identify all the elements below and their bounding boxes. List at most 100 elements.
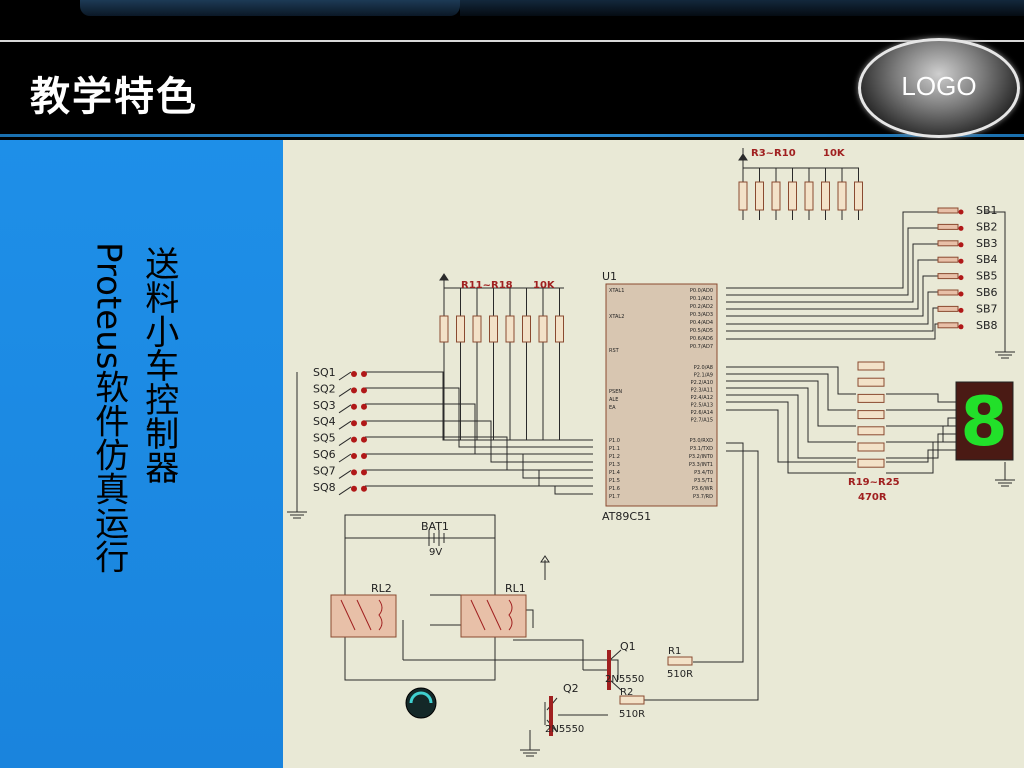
resistor-r11-r18 bbox=[555, 315, 564, 343]
top-strip bbox=[0, 0, 1024, 40]
q2-label: Q2 bbox=[563, 682, 579, 695]
r19-r25-label: R19~R25 bbox=[848, 477, 900, 488]
wires bbox=[287, 148, 1015, 757]
circuit-svg: R3~R10 10K R11~R18 10K U1 AT89C51 XTAL1X… bbox=[287, 148, 1015, 757]
relay-rl2 bbox=[330, 594, 397, 638]
sb-switch-body bbox=[937, 289, 959, 296]
mcu-name: AT89C51 bbox=[602, 510, 651, 523]
sb-switch-contact bbox=[958, 291, 964, 297]
mcu-pin-labels: XTAL1XTAL2RSTPSENALEEAP1.0P1.1P1.2P1.3P1… bbox=[609, 288, 714, 500]
sq-switch-contact bbox=[351, 420, 357, 427]
resistor-r3-r10 bbox=[788, 181, 797, 211]
r1-label: R1 bbox=[668, 646, 681, 657]
mcu-pin-p3: P3.7/RD bbox=[693, 494, 713, 500]
sq-switch-lever bbox=[338, 420, 352, 430]
mcu-pin-p3: P3.3/INT1 bbox=[689, 462, 713, 468]
mcu-pin-p0: P0.1/AD1 bbox=[690, 296, 713, 302]
sq-switch-label: SQ6 bbox=[313, 448, 336, 461]
resistor-r19-r25 bbox=[857, 458, 885, 468]
resistor-array-r11-r18 bbox=[439, 288, 564, 440]
resistor-r11-r18 bbox=[472, 315, 482, 343]
resistor-r19-r25 bbox=[857, 361, 885, 371]
sb-switch-label: SB8 bbox=[976, 319, 998, 332]
sb-switch-contact bbox=[958, 324, 964, 330]
mcu-pin-p2: P2.7/A15 bbox=[691, 418, 713, 424]
sb-switch-body bbox=[937, 240, 959, 247]
sq-switch-contact bbox=[351, 485, 357, 492]
mcu-pin-p3: P3.6/WR bbox=[692, 486, 714, 492]
mcu-pin-p0: P0.4/AD4 bbox=[690, 320, 713, 326]
sb-switch-body bbox=[937, 207, 959, 214]
resistor-r2 bbox=[619, 695, 645, 705]
resistor-r11-r18 bbox=[439, 315, 449, 343]
sb-switch-label: SB7 bbox=[976, 302, 998, 315]
q2-type: 2N5550 bbox=[545, 724, 584, 735]
mcu-pin-p1: P1.2 bbox=[609, 454, 620, 460]
logo-badge: LOGO bbox=[858, 38, 1020, 138]
sq-switch-contact bbox=[361, 420, 367, 427]
mcu-pin-p2: P2.2/A10 bbox=[691, 380, 713, 386]
side-caption-title: 送料小车控制器 bbox=[138, 246, 179, 484]
sb-switch-label: SB4 bbox=[976, 253, 998, 266]
sb-switch-contact bbox=[958, 307, 964, 313]
slide-title: 教学特色 bbox=[30, 74, 198, 120]
sq-switch-contact bbox=[351, 453, 357, 459]
q1-label: Q1 bbox=[620, 640, 636, 653]
mcu-pin-p1: P1.5 bbox=[609, 478, 620, 484]
battery-symbol bbox=[411, 530, 465, 546]
r2-value: 510R bbox=[619, 709, 645, 720]
resistor-r3-r10 bbox=[854, 181, 863, 211]
sq-switch-lever bbox=[338, 453, 352, 463]
sq-switch-label: SQ4 bbox=[313, 415, 336, 428]
sq-switch-label: SQ2 bbox=[313, 382, 336, 395]
resistor-r19-r25 bbox=[857, 377, 885, 387]
mcu-pin-p1: P1.0 bbox=[609, 438, 620, 444]
battery-value: 9V bbox=[429, 547, 442, 558]
side-panel: 送料小车控制器 Proteus软件仿真运行 bbox=[0, 140, 283, 768]
sb-switch-label: SB1 bbox=[976, 204, 998, 217]
sq-switch-contact bbox=[361, 453, 367, 459]
mcu-pin-p0: P0.2/AD2 bbox=[690, 304, 713, 310]
relay-rl1 bbox=[460, 594, 527, 638]
mcu-pin-p3: P3.2/INT0 bbox=[689, 454, 713, 460]
resistor-array-r3-r10 bbox=[738, 168, 863, 220]
sq-switch-contact bbox=[361, 485, 367, 492]
mcu-pin-p0: P0.5/AD5 bbox=[690, 328, 713, 334]
mcu-pin-p3: P3.4/T0 bbox=[694, 470, 713, 476]
r3-r10-value: 10K bbox=[823, 148, 846, 159]
sb-switch-contact bbox=[958, 209, 964, 215]
resistor-array-r19-r25 bbox=[857, 361, 885, 468]
mcu-pin-p2: P2.0/A8 bbox=[694, 365, 713, 371]
sq-switch-label: SQ8 bbox=[313, 481, 336, 494]
mcu-pin-p2: P2.6/A14 bbox=[691, 410, 713, 416]
sb-switch-body bbox=[937, 273, 959, 280]
sb-switch-body bbox=[937, 322, 959, 329]
mcu-pin-p1: P1.3 bbox=[609, 462, 620, 468]
mcu-pin-p0: P0.6/AD6 bbox=[690, 336, 713, 342]
resistor-r3-r10 bbox=[771, 181, 781, 211]
sq-switch-contact bbox=[361, 387, 367, 394]
sq-switch-lever bbox=[338, 371, 352, 381]
resistor-r1 bbox=[667, 656, 693, 666]
sq-switch-lever bbox=[338, 387, 352, 397]
battery-label: BAT1 bbox=[421, 520, 449, 533]
resistor-r3-r10 bbox=[804, 181, 814, 211]
sq-switch-lever bbox=[338, 469, 352, 479]
sb-switch-label: SB5 bbox=[976, 270, 998, 283]
mcu-pin-p1: P1.4 bbox=[609, 470, 620, 476]
sq-switch-contact bbox=[351, 387, 357, 394]
mcu-pin-p1: P1.7 bbox=[609, 494, 620, 500]
sq-switch-contact bbox=[361, 371, 367, 377]
mcu-pin-p0: P0.7/AD7 bbox=[690, 344, 713, 350]
resistor-r11-r18 bbox=[505, 315, 515, 343]
sb-switch-body bbox=[937, 223, 959, 230]
mcu-pin-p3: P3.1/TXD bbox=[690, 446, 713, 452]
relay-rl2-label: RL2 bbox=[371, 582, 392, 595]
sb-switch-label: SB3 bbox=[976, 237, 998, 250]
resistor-r11-r18 bbox=[456, 315, 465, 343]
sq-switch-label: SQ7 bbox=[313, 464, 336, 477]
side-caption-subtitle: Proteus软件仿真运行 bbox=[88, 242, 129, 574]
resistor-r19-r25 bbox=[857, 426, 885, 436]
